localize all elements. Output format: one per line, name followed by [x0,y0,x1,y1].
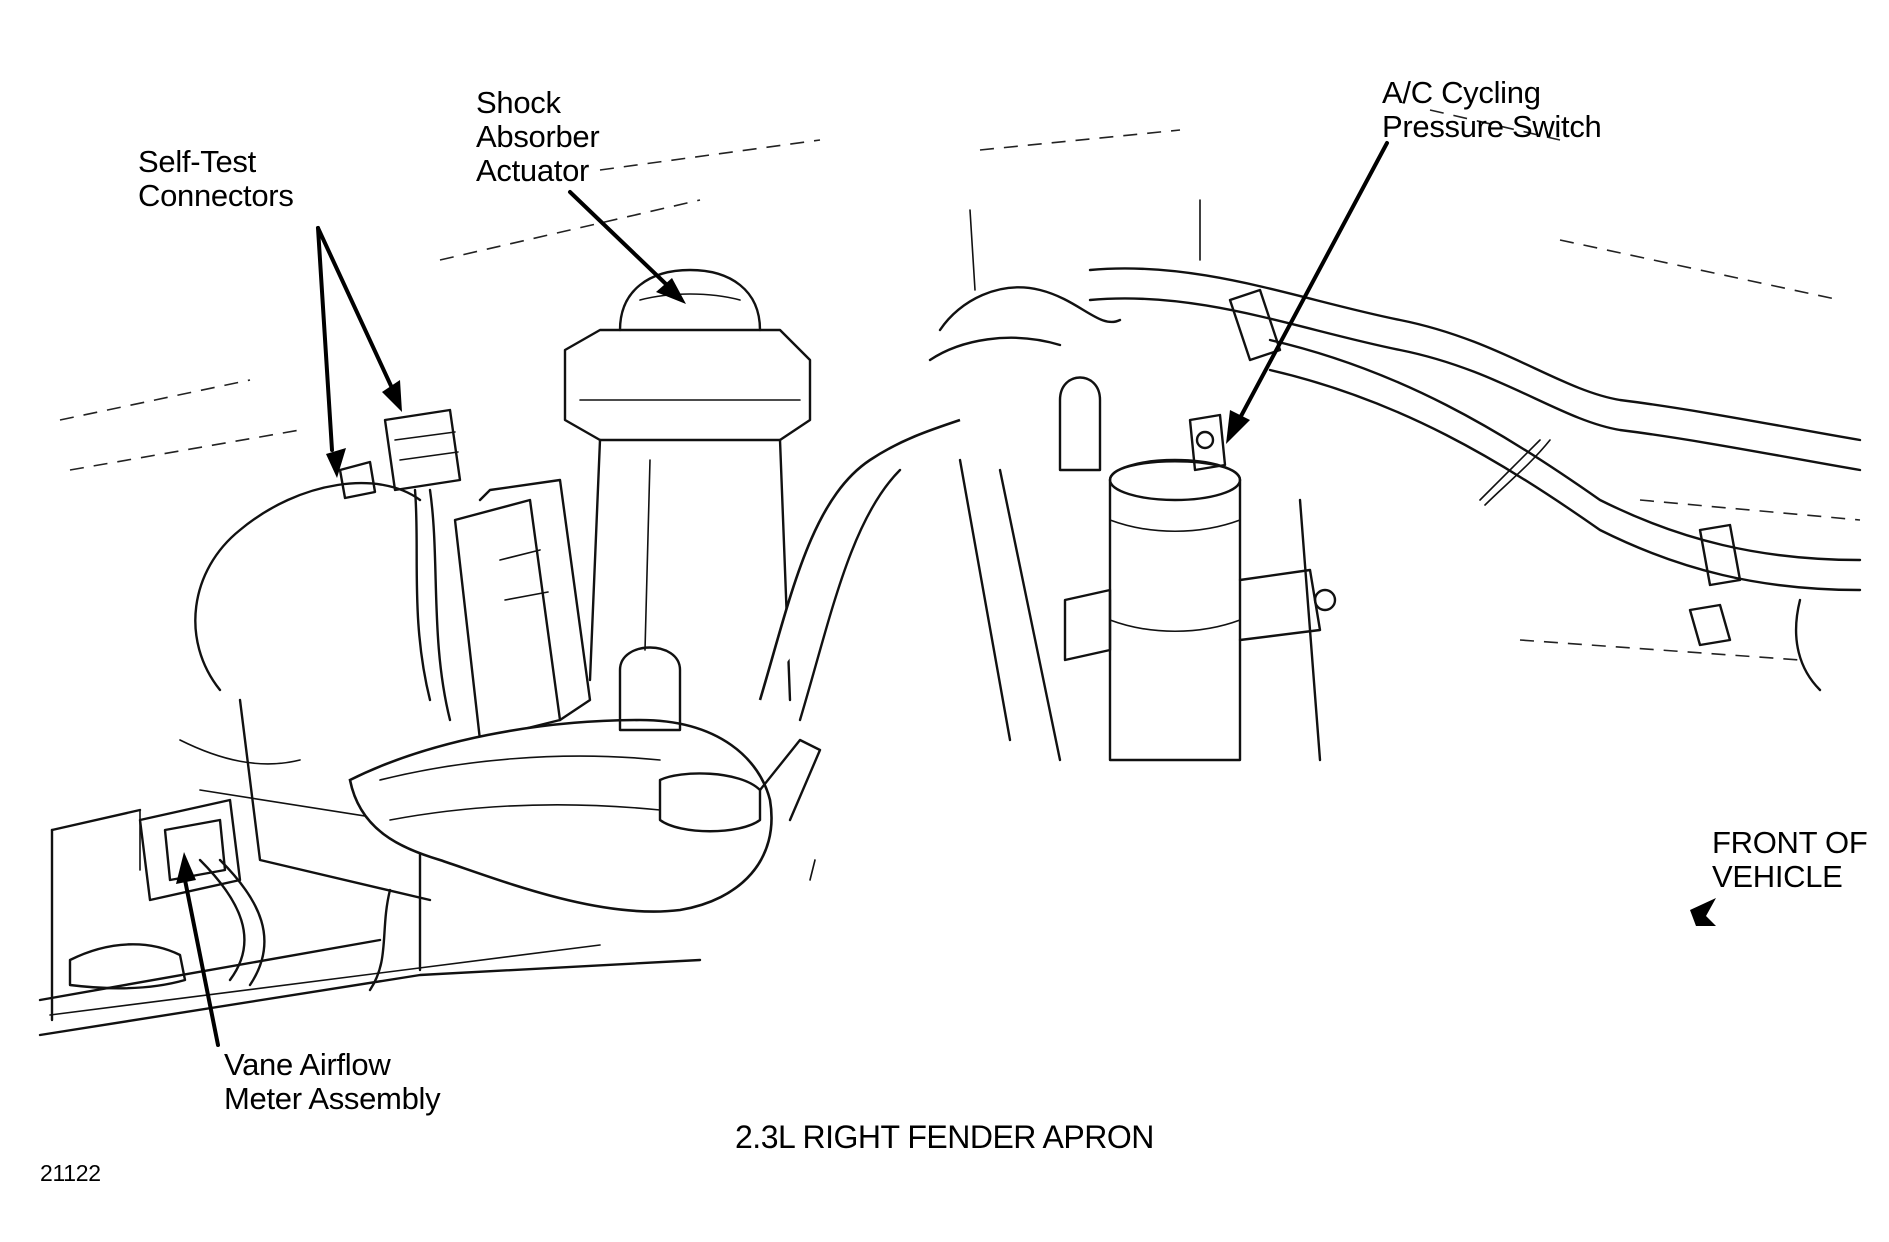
ac-cycling-switch-label: A/C Cycling Pressure Switch [1382,75,1602,144]
self-test-connector-drawing [338,408,462,722]
self-test-line-2: Connectors [138,178,294,213]
shock-line-1: Shock [476,85,561,120]
shock-line-3: Actuator [476,153,590,188]
shock-absorber-actuator-label: Shock Absorber Actuator [476,85,600,188]
self-test-connectors-label: Self-Test Connectors [138,145,294,213]
vane-airflow-meter-drawing [68,858,392,992]
shock-line-2: Absorber [476,119,600,154]
control-module-drawing [453,478,592,742]
shock-actuator-drawing [563,268,812,702]
figure-caption: 2.3L RIGHT FENDER APRON [735,1119,1154,1155]
ac-line-1: A/C Cycling [1382,75,1541,110]
front-of-vehicle-label: FRONT OF VEHICLE [1712,825,1868,894]
ac-accumulator-drawing [958,376,1337,762]
vane-line-2: Meter Assembly [224,1081,441,1116]
background-lines [59,109,1861,881]
figure-number: 21122 [40,1160,101,1186]
intake-hose-drawing [348,646,822,913]
front-line-1: FRONT OF [1712,825,1868,860]
vane-airflow-meter-label: Vane Airflow Meter Assembly [224,1047,441,1116]
leader-arrows [176,141,1716,1047]
wiring-harness [758,267,1862,722]
front-line-2: VEHICLE [1712,859,1843,894]
vane-line-1: Vane Airflow [224,1047,391,1082]
front-direction-arrow [1690,898,1716,926]
ac-line-2: Pressure Switch [1382,109,1602,144]
self-test-line-1: Self-Test [138,144,256,179]
